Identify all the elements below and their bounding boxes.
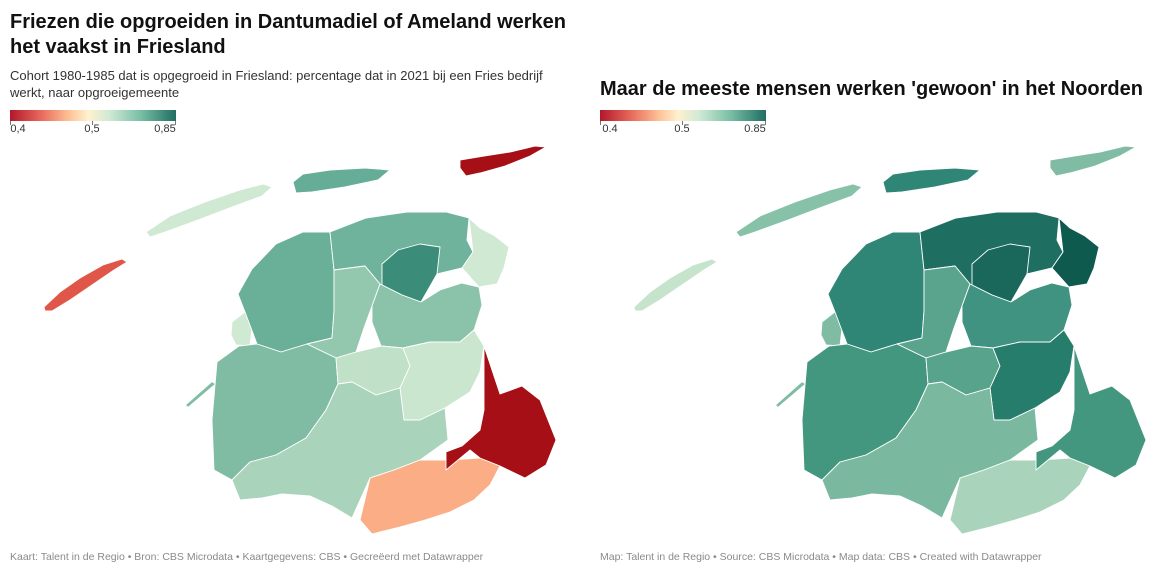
left-map-footer: Kaart: Talent in de Regio • Bron: CBS Mi… [10, 551, 484, 563]
legend-mid-label: 0.5 [674, 123, 690, 135]
region-ooststellingwerf[interactable] [949, 457, 1091, 535]
region-opsterland[interactable] [1035, 345, 1147, 479]
legend-min-label: 0,4 [10, 123, 26, 135]
right-map-panel: Maar de meeste mensen werken 'gewoon' in… [590, 0, 1151, 564]
region-opsterland[interactable] [445, 345, 557, 479]
region-vlieland[interactable] [633, 258, 718, 312]
region-kollumerland[interactable] [461, 217, 510, 288]
region-ameland[interactable] [882, 167, 981, 194]
region-ameland[interactable] [292, 167, 391, 194]
region-terschelling[interactable] [145, 183, 273, 238]
left-map-panel: Friezen die opgroeiden in Dantumadiel of… [0, 0, 575, 564]
right-map-title: Maar de meeste mensen werken 'gewoon' in… [600, 78, 1143, 100]
region-terschelling[interactable] [735, 183, 863, 238]
right-color-legend: 0.4 0.5 0.85 [600, 110, 770, 136]
afsluitdijk-line [775, 381, 806, 408]
legend-min-label: 0.4 [602, 123, 618, 135]
region-schiermonnikoog[interactable] [1049, 145, 1137, 177]
region-noord-west[interactable] [237, 231, 335, 353]
left-map-title: Friezen die opgroeiden in Dantumadiel of… [10, 11, 567, 58]
region-schiermonnikoog[interactable] [459, 145, 547, 177]
legend-mid-label: 0,5 [84, 123, 100, 135]
right-map-footer: Map: Talent in de Regio • Source: CBS Mi… [600, 551, 1042, 563]
legend-max-label: 0,85 [154, 123, 176, 135]
left-color-legend: 0,4 0,5 0,85 [10, 110, 180, 136]
region-kollumerland[interactable] [1051, 217, 1100, 288]
left-choropleth-map [43, 145, 557, 535]
right-choropleth-map [633, 145, 1147, 535]
region-zuid[interactable] [821, 381, 1039, 519]
left-map-subtitle: Cohort 1980-1985 dat is opgegroeid in Fr… [10, 68, 543, 100]
legend-gradient-bar [600, 110, 766, 121]
legend-max-label: 0.85 [744, 123, 766, 135]
region-noord-west[interactable] [827, 231, 925, 353]
afsluitdijk-line [185, 381, 216, 408]
legend-gradient-bar [10, 110, 176, 121]
region-zuid[interactable] [231, 381, 449, 519]
region-ooststellingwerf[interactable] [359, 457, 501, 535]
region-vlieland[interactable] [43, 258, 128, 312]
